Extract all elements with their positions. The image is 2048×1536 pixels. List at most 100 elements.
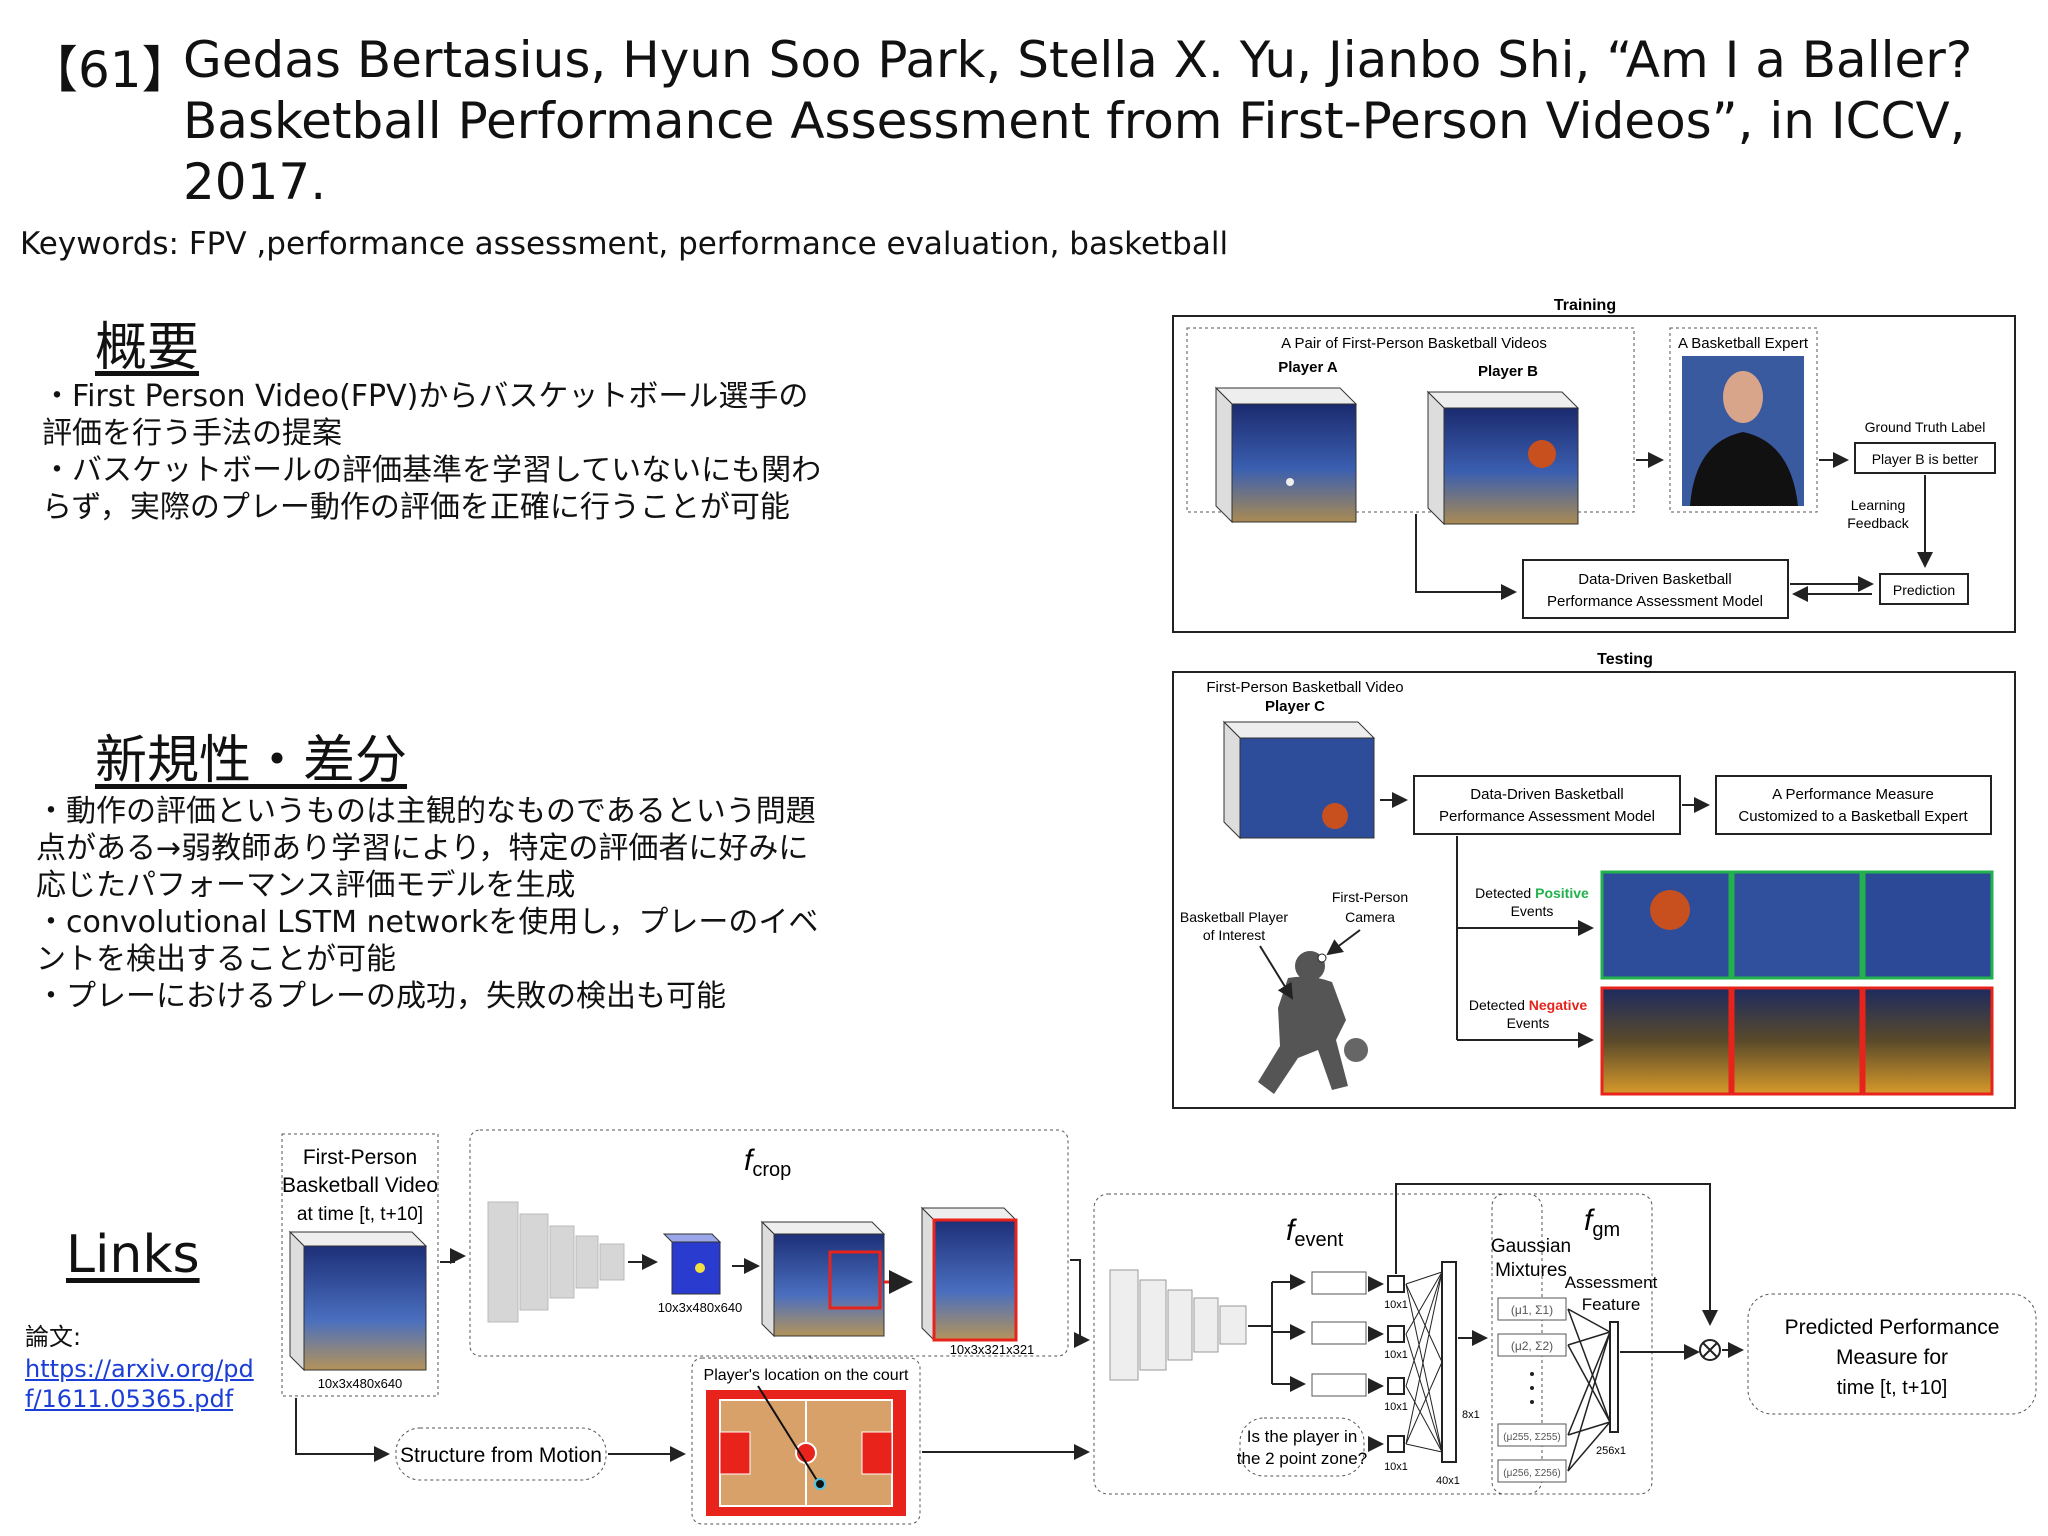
pred-line1: Predicted Performance — [1785, 1316, 2000, 1339]
assess-line1: Assessment — [1565, 1273, 1658, 1292]
pred-line2: Measure for — [1836, 1346, 1948, 1369]
training-figure: Training A Pair of First-Person Basketba… — [1172, 297, 2016, 633]
event-fc-layer — [1405, 1261, 1457, 1463]
novelty-text: ・動作の評価というものは主観的なものであるという問題 点がある→弱教師あり学習に… — [36, 793, 866, 1015]
keywords: Keywords: FPV ,performance assessment, p… — [20, 226, 1229, 262]
input-line1: First-Person — [303, 1146, 417, 1169]
video-pair-box — [1186, 327, 1635, 513]
f-gm-box — [1491, 1193, 1653, 1495]
video-c-thumbnail — [1222, 720, 1376, 840]
novelty-line: ・convolutional LSTM networkを使用し，プレーのイベ — [36, 905, 819, 940]
overview-line: 評価を行う手法の提案 — [42, 416, 342, 451]
zone-question-line2: the 2 point zone? — [1237, 1449, 1367, 1468]
negative-frames — [1600, 986, 1994, 1096]
crop-heatmap — [662, 1233, 722, 1295]
prediction-label: Prediction — [1893, 582, 1955, 598]
player-interest-line1: Basketball Player — [1180, 909, 1289, 925]
negative-events-word: Events — [1507, 1015, 1550, 1031]
player-c-label: Player C — [1265, 698, 1325, 715]
overview-line: らず，実際のプレー動作の評価を正確に行うことが可能 — [42, 490, 790, 525]
paper-label: 論文: — [25, 1323, 82, 1351]
zone-question-box — [1239, 1417, 1365, 1477]
positive-events-word: Events — [1511, 903, 1554, 919]
input-video-thumbnail — [288, 1230, 428, 1372]
training-title: Training — [1554, 297, 1616, 314]
testing-model-box — [1413, 775, 1681, 835]
prediction-output-box — [1747, 1293, 2037, 1415]
positive-frames — [1600, 870, 1994, 980]
measure-line2: Customized to a Basketball Expert — [1738, 808, 1968, 825]
training-model-box — [1522, 559, 1789, 619]
court-diagram — [706, 1385, 906, 1516]
lstm-units — [1272, 1271, 1367, 1397]
expert-box — [1669, 327, 1818, 513]
pred-line3: time [t, t+10] — [1837, 1377, 1948, 1399]
novelty-line: 点がある→弱教師あり学習により，特定の評価者に好みに — [36, 831, 809, 866]
video-b-thumbnail — [1426, 390, 1580, 526]
crop-frame-zoomed — [920, 1206, 1018, 1342]
paper-title: Gedas Bertasius, Hyun Soo Park, Stella X… — [183, 31, 1973, 211]
zone-question-line1: Is the player in — [1247, 1427, 1358, 1446]
overview-text: ・First Person Video(FPV)からバスケットボール選手の 評価… — [42, 378, 862, 526]
dim-40x1: 40x1 — [1436, 1475, 1460, 1487]
mix-4: (μ256, Σ256) — [1503, 1468, 1561, 1479]
dim-input: 10x3x480x640 — [318, 1376, 403, 1391]
dim-crop-out: 10x3x321x321 — [950, 1342, 1035, 1357]
player-interest-line2: of Interest — [1203, 927, 1265, 943]
dim-10x1-d: 10x1 — [1384, 1461, 1408, 1473]
testing-figure: Testing First-Person Basketball Video Pl… — [1172, 651, 2016, 1109]
sfm-box — [395, 1427, 607, 1481]
paper-link[interactable]: https://arxiv.org/pdf/1611.05365.pdf — [25, 1355, 254, 1413]
assess-line2: Feature — [1582, 1295, 1641, 1314]
mix-1: (μ1, Σ1) — [1511, 1303, 1553, 1317]
novelty-heading: 新規性・差分 — [95, 731, 408, 791]
mix-2: (μ2, Σ2) — [1511, 1339, 1553, 1353]
testing-model-line1: Data-Driven Basketball — [1470, 786, 1623, 803]
learning-label: Learning — [1851, 497, 1906, 513]
training-model-line1: Data-Driven Basketball — [1578, 571, 1731, 588]
input-box — [281, 1133, 439, 1397]
dim-8x1: 8x1 — [1462, 1409, 1480, 1421]
mix-3: (μ255, Σ255) — [1503, 1432, 1561, 1443]
player-silhouette — [1258, 951, 1368, 1094]
gm-ellipsis — [1530, 1372, 1534, 1404]
event-cnn-layers — [1109, 1269, 1247, 1381]
negative-events-label: Detected Negative — [1469, 997, 1588, 1013]
novelty-line: 応じたパフォーマンス評価モデルを生成 — [36, 868, 576, 903]
testing-title: Testing — [1597, 651, 1653, 668]
links-heading: Links — [66, 1225, 200, 1285]
training-frame — [1172, 315, 2016, 633]
player-a-label: Player A — [1278, 359, 1338, 376]
positive-events-label: Detected Positive — [1475, 885, 1589, 901]
gaussian-line1: Gaussian — [1491, 1236, 1571, 1257]
input-line2: Basketball Video — [282, 1174, 438, 1197]
dim-crop-mid: 10x3x480x640 — [658, 1300, 743, 1315]
gm-fc — [1567, 1308, 1619, 1472]
test-video-label: First-Person Basketball Video — [1206, 679, 1403, 696]
pair-label: A Pair of First-Person Basketball Videos — [1281, 335, 1547, 352]
gt-label: Ground Truth Label — [1865, 419, 1986, 435]
gt-value: Player B is better — [1872, 451, 1979, 467]
reference-number: 【61】 — [28, 41, 192, 99]
overview-line: ・First Person Video(FPV)からバスケットボール選手の — [42, 379, 809, 414]
fp-camera-line1: First-Person — [1332, 889, 1408, 905]
overview-line: ・バスケットボールの評価基準を学習していないにも関わ — [42, 453, 822, 488]
expert-label: A Basketball Expert — [1678, 335, 1809, 352]
court-label: Player's location on the court — [704, 1367, 910, 1384]
dim-10x1-b: 10x1 — [1384, 1349, 1408, 1361]
testing-model-line2: Performance Assessment Model — [1439, 808, 1655, 825]
sfm-label: Structure from Motion — [400, 1444, 602, 1467]
f-crop-label: fcrop — [744, 1144, 791, 1181]
gaussian-line2: Mixtures — [1495, 1260, 1567, 1281]
f-crop-box — [469, 1129, 1069, 1357]
input-line3: at time [t, t+10] — [297, 1204, 423, 1225]
feedback-label: Feedback — [1847, 515, 1909, 531]
crop-cnn-layers — [487, 1201, 625, 1323]
prediction-box — [1879, 573, 1969, 605]
measure-line1: A Performance Measure — [1772, 786, 1934, 803]
multiply-op — [1699, 1339, 1721, 1361]
fp-camera-line2: Camera — [1345, 909, 1395, 925]
dim-256x1: 256x1 — [1596, 1445, 1626, 1457]
training-model-line2: Performance Assessment Model — [1547, 593, 1763, 610]
gaussian-components — [1497, 1297, 1567, 1483]
